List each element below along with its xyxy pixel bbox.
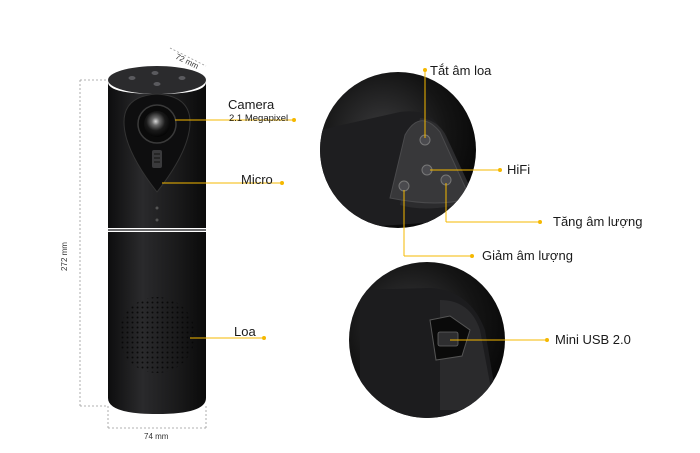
indicator-dot bbox=[155, 206, 159, 210]
top-button-dot bbox=[153, 82, 161, 86]
label-hifi: HiFi bbox=[507, 162, 531, 177]
label-camera: Camera bbox=[228, 97, 275, 112]
label-volume-down: Giảm âm lượng bbox=[482, 248, 573, 263]
label-camera-megapixel: 2.1 Megapixel bbox=[229, 113, 289, 124]
top-button-dot bbox=[151, 71, 159, 75]
leader-lines bbox=[162, 68, 549, 342]
camera-lens bbox=[144, 111, 170, 137]
label-mini-usb: Mini USB 2.0 bbox=[555, 332, 631, 347]
dimension-height: 272 mm bbox=[59, 242, 69, 271]
microphone-slot bbox=[152, 150, 162, 168]
indicator-dot bbox=[155, 218, 159, 222]
dimension-width: 74 mm bbox=[144, 432, 169, 441]
detail-usb-port bbox=[349, 262, 505, 418]
label-mute-speaker: Tắt âm loa bbox=[430, 63, 492, 78]
dimension-lines bbox=[79, 47, 207, 429]
label-volume-up: Tăng âm lượng bbox=[553, 214, 643, 229]
device-top-cap bbox=[108, 66, 206, 94]
label-micro: Micro bbox=[241, 172, 273, 187]
top-button-dot bbox=[178, 76, 186, 80]
detail-top-buttons bbox=[320, 72, 476, 228]
device-body bbox=[108, 66, 206, 414]
speaker-grill bbox=[119, 297, 195, 373]
top-button-dot bbox=[128, 76, 136, 80]
label-loa: Loa bbox=[234, 324, 256, 339]
